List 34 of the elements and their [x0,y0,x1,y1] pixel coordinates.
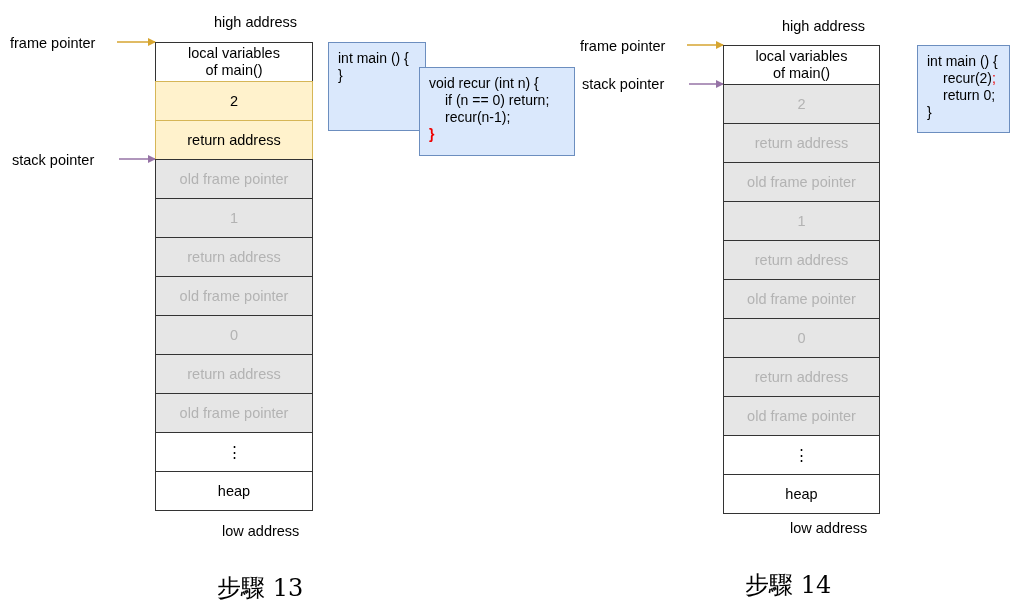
code-line: return 0; [942,87,996,104]
stack-cell: ⋮ [723,435,880,475]
code-line: recur(n-1); [444,109,511,126]
address-label: low address [222,523,300,539]
stack-frame-cell: return address [155,120,313,160]
stack-cell: local variables of main() [723,45,880,85]
stack-frame-cell: 2 [155,81,313,121]
pointer-label: frame pointer [580,37,680,55]
code-line: } [429,126,435,143]
code-line: if (n == 0) return; [444,92,550,109]
code-line: } [927,104,932,121]
code-box [328,42,426,131]
code-line: int main () { [927,53,998,70]
arrow [688,80,724,88]
stack-cell: heap [723,474,880,514]
code-line: int main () { [338,50,409,67]
step-caption: 步驟 13 [217,573,304,603]
code-dialog [419,67,575,156]
arrow [686,41,724,49]
pointer-label: stack pointer [582,75,682,93]
code-line: void recur (int n) { [429,75,539,92]
arrow [116,38,156,46]
stack-cell: heap [155,471,313,511]
address-label: high address [214,14,298,30]
arrow [118,155,156,163]
pointer-label: stack pointer [12,151,112,169]
stack-cell: local variables of main() [155,42,313,82]
code-line: } [338,67,343,84]
code-box [917,45,1010,133]
pointer-label: frame pointer [10,34,110,52]
address-label: low address [790,520,868,536]
step-caption: 步驟 14 [745,570,832,601]
stack-cell: ⋮ [155,432,313,472]
code-line: recur(2); [942,70,996,87]
